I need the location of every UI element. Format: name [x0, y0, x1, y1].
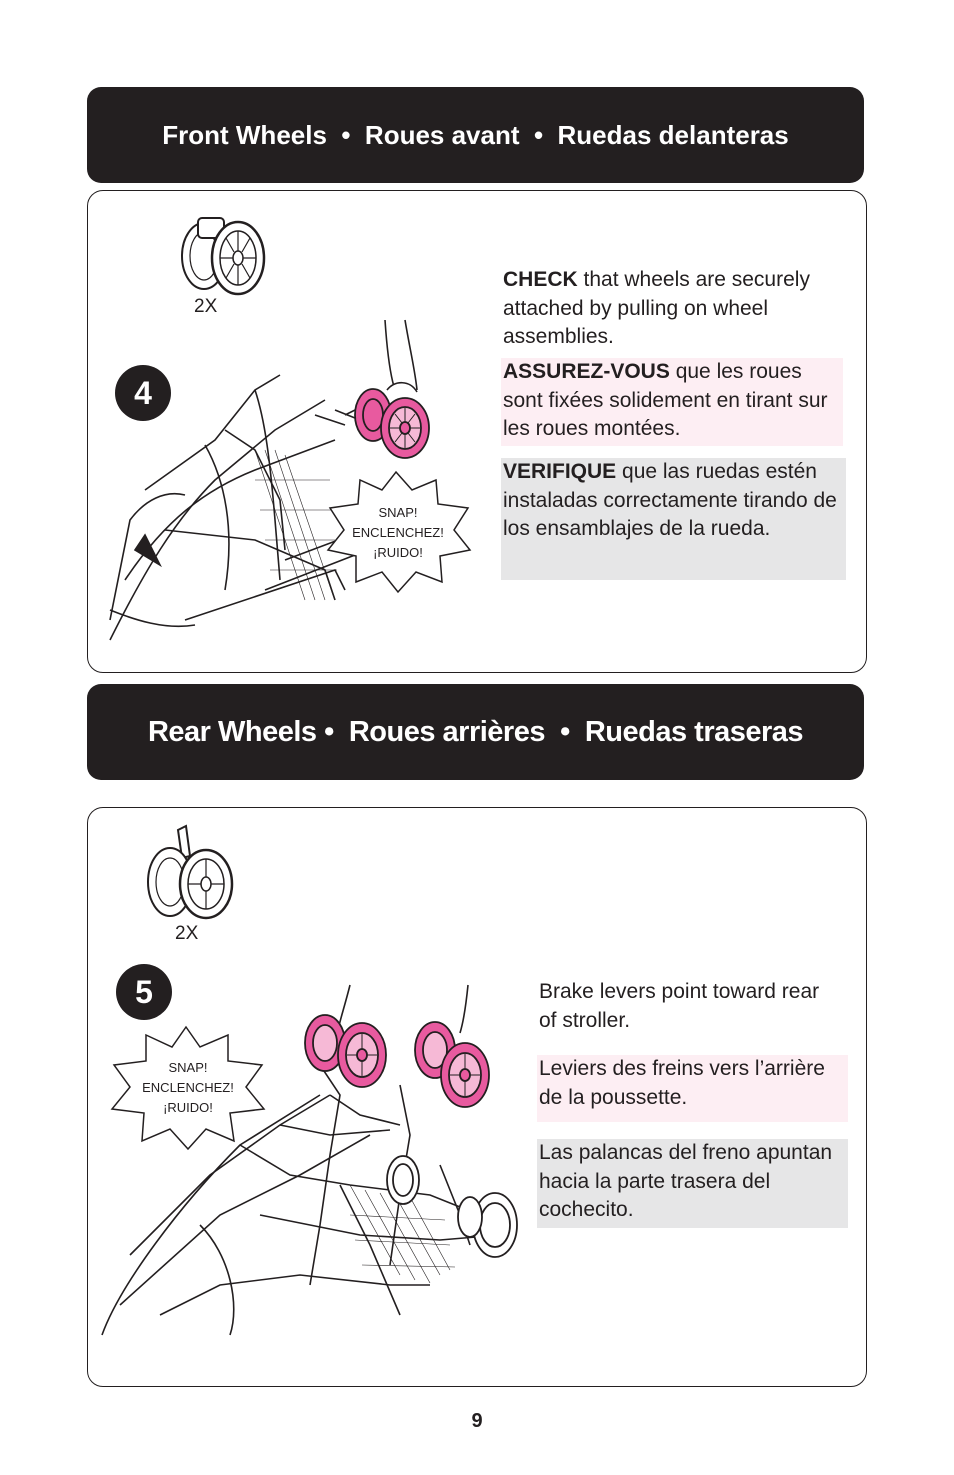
instruction-en: Brake levers point toward rear of stroll…: [539, 980, 820, 1032]
rear-wheels-title: Rear Wheels • Roues arrières • Ruedas tr…: [147, 715, 804, 748]
snap-burst: [110, 1025, 266, 1151]
front-wheels-title: Front Wheels • Roues avant • Ruedas dela…: [162, 119, 789, 150]
rear-wheel-icon: [147, 824, 234, 920]
stroller-front-wheels-illustration: [109, 319, 430, 641]
burst-line-es: ¡RUIDO!: [373, 545, 423, 560]
burst-line-fr: ENCLENCHEZ!: [142, 1080, 234, 1095]
front-wheel-icon: [181, 217, 266, 296]
quantity-label: 2X: [175, 923, 199, 944]
instruction-es-lead: VERIFIQUE: [503, 460, 617, 483]
rear-wheels-banner: Rear Wheels • Roues arrières • Ruedas tr…: [87, 684, 864, 780]
instruction-en-text: that wheels are securely attached by pul…: [503, 268, 810, 348]
instruction-es: Las palancas del freno apuntan hacia la …: [537, 1139, 848, 1228]
instruction-fr: Leviers des freins vers l’arrière de la …: [537, 1055, 848, 1122]
quantity-label: 2X: [194, 296, 218, 317]
burst-line-en: SNAP!: [168, 1060, 208, 1075]
snap-burst-text: SNAP! ENCLENCHEZ! ¡RUIDO!: [123, 1058, 253, 1118]
instruction-es: VERIFIQUE que las ruedas estén instalada…: [501, 458, 846, 580]
instruction-fr-lead: ASSUREZ-VOUS: [503, 360, 670, 383]
instruction-fr-text: que les roues sont fixées solidement en …: [503, 360, 828, 440]
burst-line-fr: ENCLENCHEZ!: [352, 525, 444, 540]
snap-burst: [326, 470, 472, 594]
stroller-rear-wheels-illustration: [101, 984, 518, 1336]
burst-line-en: SNAP!: [378, 505, 418, 520]
instruction-en-lead: CHECK: [503, 268, 578, 291]
snap-burst-text: SNAP! ENCLENCHEZ! ¡RUIDO!: [333, 503, 463, 563]
step-number-4: 4: [115, 365, 171, 421]
instruction-en: CHECK that wheels are securely attached …: [503, 266, 839, 352]
front-wheels-banner: Front Wheels • Roues avant • Ruedas dela…: [87, 87, 864, 183]
instruction-es-text: que las ruedas estén instaladas correcta…: [503, 460, 837, 540]
step-number-5: 5: [116, 964, 172, 1020]
instruction-fr: ASSUREZ-VOUS que les roues sont fixées s…: [501, 358, 843, 446]
burst-line-es: ¡RUIDO!: [163, 1100, 213, 1115]
page-number: 9: [471, 1410, 483, 1432]
